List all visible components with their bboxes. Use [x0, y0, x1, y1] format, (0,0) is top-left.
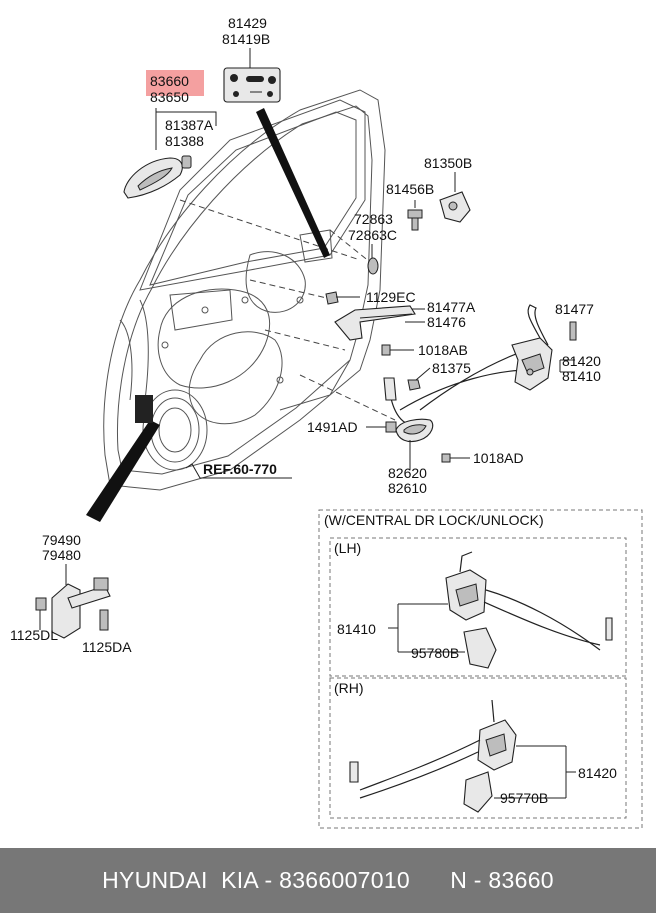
- bolt-1129ec: [325, 291, 360, 305]
- label-81350b: 81350B: [424, 155, 472, 171]
- rh-latch-assembly: [349, 699, 517, 813]
- label-79490: 79490: [42, 532, 81, 548]
- plug: [367, 257, 379, 275]
- label-1125dl: 1125DL: [10, 627, 58, 643]
- checker-mount: [135, 395, 153, 423]
- label-79480: 79480: [42, 547, 81, 563]
- footer-bar: HYUNDAI KIA - 8366007010 N - 83660: [0, 848, 656, 913]
- footer-code: N - 83660: [450, 867, 554, 893]
- label-81388: 81388: [165, 133, 204, 149]
- lh-latch-label: 81410: [337, 621, 376, 637]
- lh-actuator-label: 95780B: [411, 645, 459, 661]
- inside-handle: [395, 418, 434, 443]
- checker-pointer: [86, 420, 160, 522]
- label-81476: 81476: [427, 314, 466, 330]
- label-81429: 81429: [228, 15, 267, 31]
- door-switch: [223, 67, 281, 103]
- lh-latch-assembly: [445, 551, 613, 669]
- nut-1491ad: [385, 421, 397, 433]
- central-lock-title: (W/CENTRAL DR LOCK/UNLOCK): [324, 512, 544, 528]
- label-1018ad: 1018AD: [473, 450, 524, 466]
- rear-latch: [511, 304, 553, 391]
- central-lock-box: [318, 509, 643, 829]
- label-81420: 81420: [562, 353, 601, 369]
- highlight-box: [146, 70, 204, 96]
- label-83660: 83660: [150, 73, 189, 89]
- label-1018ab: 1018AB: [418, 342, 468, 358]
- outside-rod-bracket: [334, 305, 416, 341]
- label-1491ad: 1491AD: [307, 419, 358, 435]
- switch-pointer: [256, 108, 330, 258]
- screw-1018ad: [441, 453, 470, 463]
- label-81410: 81410: [562, 368, 601, 384]
- label-81387a: 81387A: [165, 117, 214, 133]
- label-81419b: 81419B: [222, 31, 270, 47]
- bolt-81477: [569, 321, 577, 341]
- rh-box: [329, 677, 627, 819]
- label-72863c: 72863C: [348, 227, 397, 243]
- lh-box: [329, 537, 627, 677]
- clip-81375: [407, 379, 421, 391]
- rh-label: (RH): [334, 680, 364, 696]
- door-panel: [103, 89, 386, 491]
- label-72863: 72863: [354, 211, 393, 227]
- label-82610: 82610: [388, 480, 427, 496]
- label-1125da: 1125DA: [82, 639, 132, 655]
- footer-brand: HYUNDAI KIA - 8366007010: [102, 867, 411, 893]
- lh-label: (LH): [334, 540, 361, 556]
- outside-handle: [123, 155, 192, 199]
- label-81456b: 81456B: [386, 181, 434, 197]
- screw-1018ab: [381, 344, 414, 356]
- door-checker: [35, 577, 111, 639]
- label-81375: 81375: [432, 360, 471, 376]
- label-81477: 81477: [555, 301, 594, 317]
- label-82620: 82620: [388, 465, 427, 481]
- label-81477a: 81477A: [427, 299, 476, 315]
- parts-diagram: 81429 81419B 83660 83650 81387A 81388 81…: [10, 15, 643, 829]
- striker: [439, 191, 471, 223]
- dashed-leaders: [179, 199, 396, 421]
- label-ref: REF.60-770: [203, 461, 277, 477]
- label-83650: 83650: [150, 89, 189, 105]
- rh-actuator-label: 95770B: [500, 790, 548, 806]
- rh-latch-label: 81420: [578, 765, 617, 781]
- label-1129ec: 1129EC: [366, 289, 416, 305]
